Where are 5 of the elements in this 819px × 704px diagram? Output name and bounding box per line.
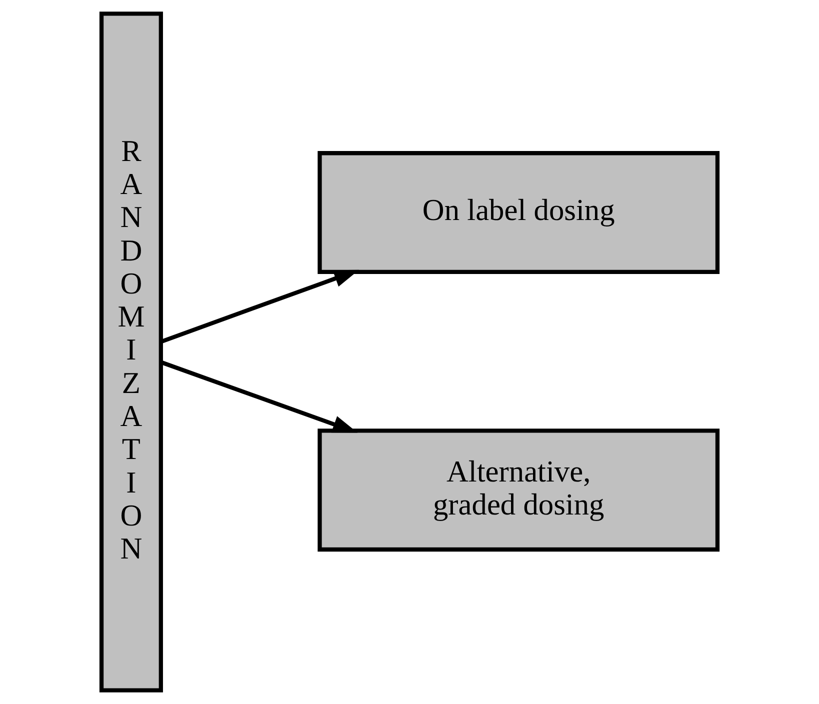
- arrow: [160, 270, 360, 344]
- arrow: [160, 360, 358, 433]
- node-box: Alternative, graded dosing: [318, 428, 720, 552]
- node-box: RANDOMIZATION: [99, 12, 163, 692]
- node-box: On label dosing: [318, 151, 720, 274]
